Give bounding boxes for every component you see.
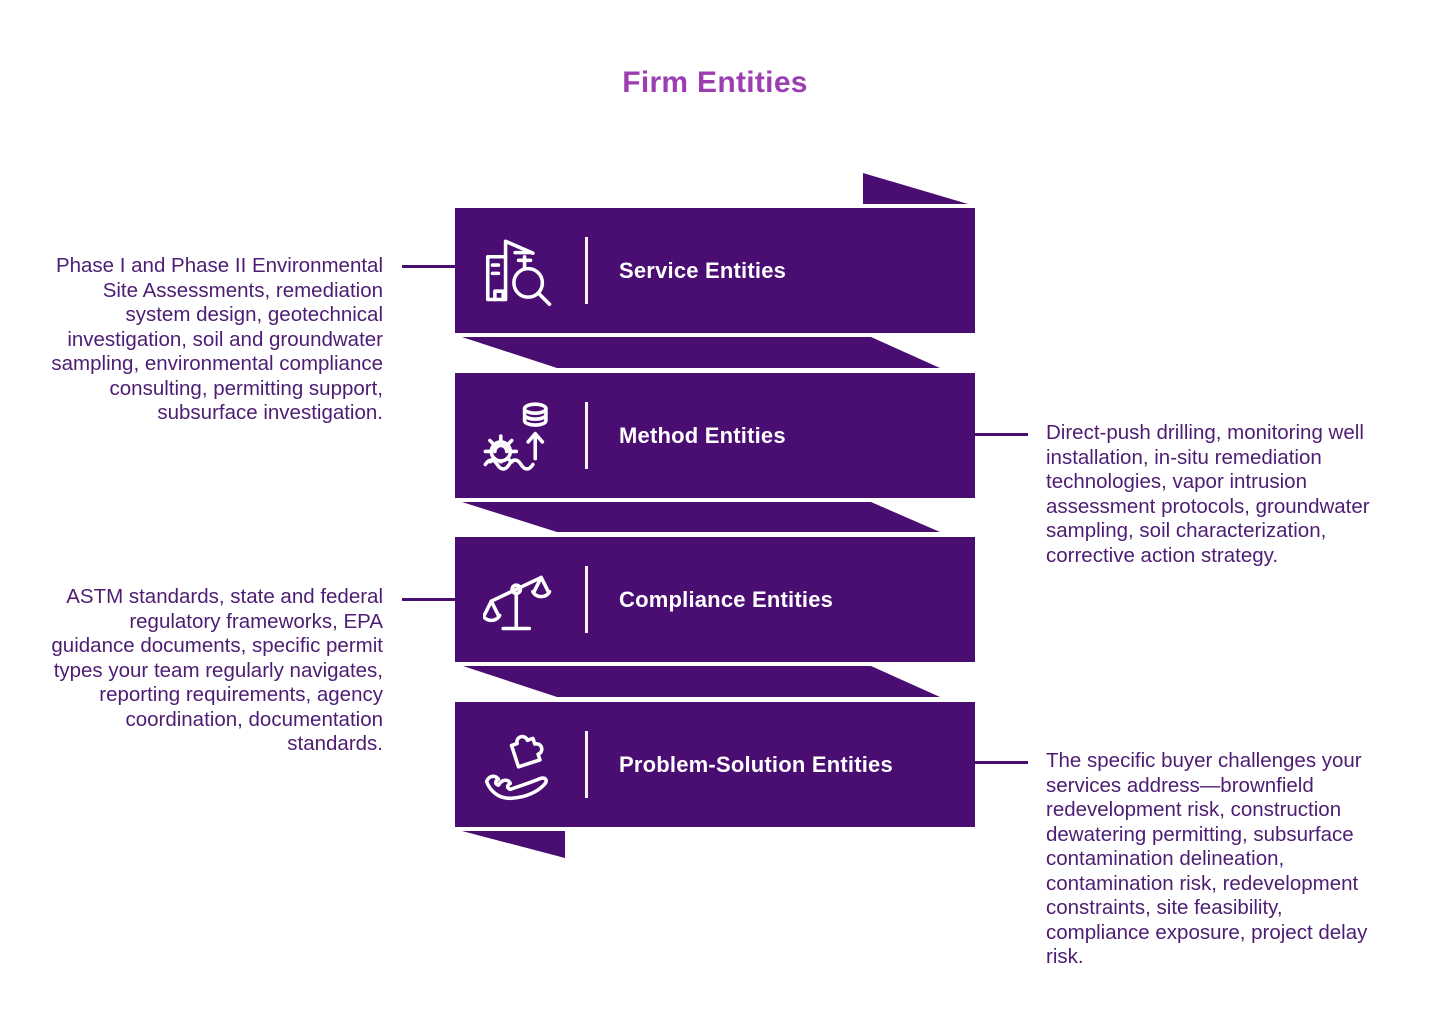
banner-divider — [585, 237, 588, 304]
connector-line-service — [402, 265, 455, 268]
banner-label: Problem-Solution Entities — [619, 751, 893, 777]
banner-compliance-entities: Compliance Entities — [455, 537, 975, 662]
ribbon-fold-top — [863, 173, 968, 204]
connector-line-compliance — [402, 598, 455, 601]
banner-divider — [585, 566, 588, 633]
gear-extraction-icon — [483, 401, 548, 471]
ribbon-fold-2-3 — [462, 502, 940, 532]
banner-method-entities: Method Entities — [455, 373, 975, 498]
banner-label: Compliance Entities — [619, 586, 834, 612]
banner-label: Service Entities — [619, 257, 787, 283]
balance-scale-icon — [483, 575, 552, 630]
connector-line-method — [975, 433, 1028, 436]
banner-divider — [585, 402, 588, 469]
ribbon-fold-3-4 — [463, 666, 940, 697]
ribbon-fold-bottom — [462, 831, 565, 858]
description-compliance-entities: ASTM standards, state and federal regula… — [51, 585, 383, 755]
banner-divider — [585, 731, 588, 798]
banner-service-entities: Service Entities — [455, 208, 975, 333]
building-search-icon — [485, 239, 552, 306]
hand-puzzle-icon — [484, 734, 548, 800]
page-title: Firm Entities — [622, 66, 808, 99]
description-method-entities: Direct-push drilling, monitoring well in… — [1046, 421, 1370, 567]
ribbon-fold-1-2 — [462, 337, 940, 368]
connector-line-problem-solution — [975, 761, 1028, 764]
banner-label: Method Entities — [619, 422, 786, 448]
banner-problem-solution-entities: Problem-Solution Entities — [455, 702, 975, 827]
description-service-entities: Phase I and Phase II Environmental Site … — [51, 254, 383, 424]
description-problem-solution-entities: The specific buyer challenges your servi… — [1046, 749, 1368, 968]
